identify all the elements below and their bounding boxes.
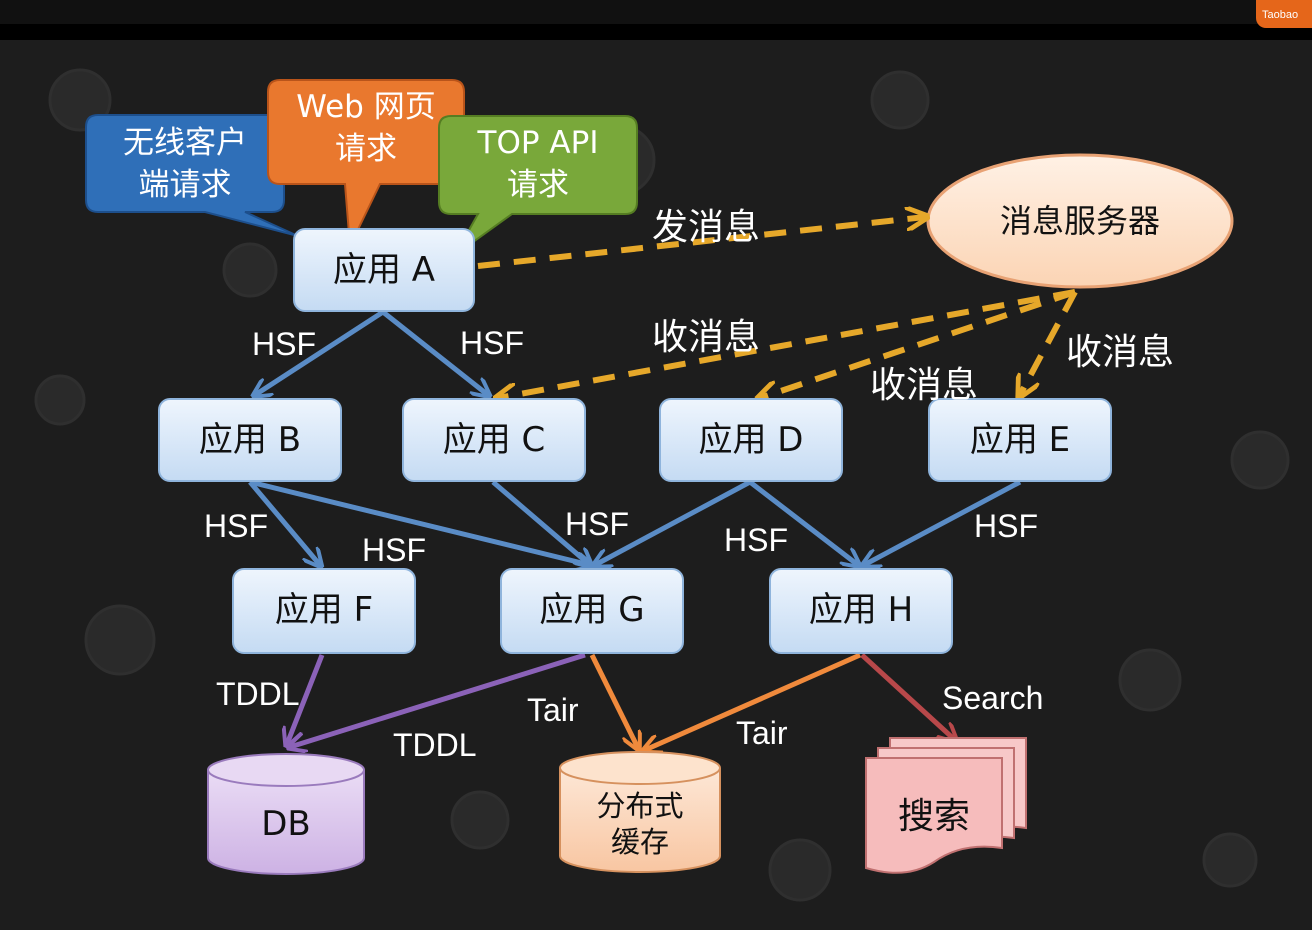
receive-message-arrow-c	[498, 289, 1076, 398]
app-g: 应用 G	[500, 568, 684, 654]
app-f: 应用 F	[232, 568, 416, 654]
search-documents	[865, 737, 1027, 874]
hsf-arrow-b-f	[248, 480, 320, 565]
tair-label-g: Tair	[527, 692, 579, 728]
hsf-arrow-a-c	[381, 310, 488, 395]
tddl-arrow-g-db	[290, 652, 586, 747]
db-cylinder	[207, 753, 365, 875]
web-request-bubble	[267, 79, 465, 250]
top-bar-divider	[0, 24, 1312, 40]
web-request-text: Web 网页请求	[296, 89, 436, 167]
hsf-label-b-g: HSF	[362, 532, 426, 568]
hsf-label-a-c: HSF	[460, 325, 524, 361]
db-label: DB	[261, 804, 311, 844]
hsf-arrow-c-g	[491, 480, 590, 565]
receive-message-label-d: 收消息	[870, 365, 979, 406]
send-message-label: 发消息	[652, 207, 761, 248]
search-label-h: Search	[942, 680, 1044, 716]
app-a: 应用 A	[293, 228, 475, 312]
tair-arrow-g-cache	[589, 653, 638, 748]
tddl-label-g: TDDL	[393, 727, 477, 763]
hsf-label-b-f: HSF	[204, 508, 268, 544]
hsf-arrow-d-h	[748, 480, 858, 565]
hsf-arrow-b-g	[249, 479, 590, 565]
receive-message-label-e: 收消息	[1066, 332, 1175, 373]
tddl-label-f: TDDL	[216, 676, 300, 712]
wireless-request-text: 无线客户端请求	[123, 125, 247, 203]
app-d: 应用 D	[659, 398, 843, 482]
search-label: 搜索	[897, 796, 970, 837]
app-c: 应用 C	[402, 398, 586, 482]
receive-message-label-c: 收消息	[652, 317, 761, 358]
message-server-label: 消息服务器	[999, 202, 1160, 240]
hsf-label-a-b: HSF	[252, 326, 316, 362]
hsf-arrow-e-h	[864, 479, 1022, 565]
hsf-label-d-h: HSF	[724, 522, 788, 558]
search-arrow-h-search	[860, 653, 955, 740]
send-message-arrow	[477, 217, 925, 269]
receive-message-arrow-e	[1020, 290, 1078, 395]
tddl-arrow-f-db	[287, 654, 325, 744]
tair-arrow-h-cache	[645, 652, 862, 750]
top-api-request-bubble	[438, 115, 638, 256]
receive-message-arrow-d	[760, 289, 1076, 398]
app-e: 应用 E	[928, 398, 1112, 482]
hsf-arrow-a-b	[255, 309, 385, 395]
cache-cylinder	[559, 751, 721, 873]
tair-label-h: Tair	[736, 715, 788, 751]
hsf-label-e-h: HSF	[974, 508, 1038, 544]
app-h: 应用 H	[769, 568, 953, 654]
hsf-label-c-g: HSF	[565, 506, 629, 542]
taobao-logo: Taobao	[1256, 0, 1312, 28]
cache-label: 分布式缓存	[596, 789, 684, 859]
app-b: 应用 B	[158, 398, 342, 482]
hsf-arrow-d-g	[595, 479, 752, 565]
taobao-logo-text: Taobao	[1262, 9, 1299, 21]
